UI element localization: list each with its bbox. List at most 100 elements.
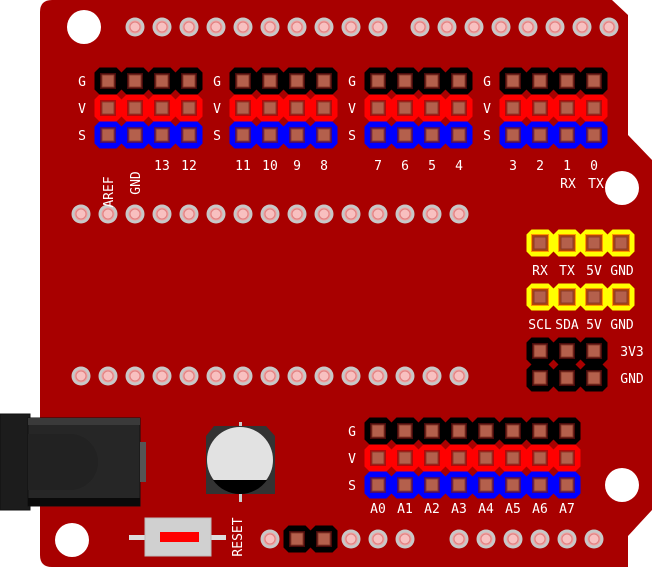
- power-pin-gnd: [526, 364, 554, 392]
- hole-center: [441, 21, 453, 33]
- digital-pin-2-v: [526, 94, 554, 122]
- analog-pin-a1: [391, 444, 419, 472]
- digital-pin-10-g: [256, 67, 284, 95]
- analog-pin-a7: [553, 417, 581, 445]
- through-hole: [530, 529, 550, 549]
- hole-center: [453, 208, 465, 220]
- jack-highlight: [28, 418, 140, 425]
- pin-pad: [560, 290, 574, 304]
- analog-pin-a5: [499, 417, 527, 445]
- through-hole: [503, 529, 523, 549]
- jack-back: [0, 413, 31, 511]
- pin-pad: [587, 371, 601, 385]
- through-hole: [491, 17, 511, 37]
- pin-label-5: 5: [428, 159, 436, 174]
- pin-pad: [587, 290, 601, 304]
- pin-pad: [371, 101, 385, 115]
- through-hole: [410, 17, 430, 37]
- digital-pin-8-g: [310, 67, 338, 95]
- through-hole: [152, 204, 172, 224]
- pin-label-7: 7: [374, 159, 382, 174]
- digital-pin-12-s: [175, 121, 203, 149]
- i2c-label-scl: SCL: [528, 318, 552, 333]
- pin-pad: [452, 128, 466, 142]
- pin-label-2: 2: [536, 159, 544, 174]
- pin-pad: [479, 424, 493, 438]
- through-hole: [179, 17, 199, 37]
- analog-label-a2: A2: [424, 502, 440, 517]
- hole-center: [534, 533, 546, 545]
- pin-pad: [317, 532, 331, 546]
- hole-center: [210, 208, 222, 220]
- pin-pad: [182, 101, 196, 115]
- cap-top: [207, 427, 273, 493]
- pin-pad: [398, 128, 412, 142]
- analog-pin-a2: [418, 417, 446, 445]
- analog-label-a5: A5: [505, 502, 521, 517]
- analog-pin-a6: [526, 471, 554, 499]
- row-label-v: V: [213, 102, 221, 117]
- hole-center: [561, 533, 573, 545]
- pin-pad: [533, 424, 547, 438]
- through-hole: [152, 366, 172, 386]
- pin-pad: [317, 128, 331, 142]
- i2c-label-5v: 5V: [586, 318, 602, 333]
- digital-pin-11-s: [229, 121, 257, 149]
- analog-pin-a5: [499, 444, 527, 472]
- through-hole: [584, 529, 604, 549]
- power-pin-gnd: [580, 364, 608, 392]
- analog-label-a7: A7: [559, 502, 575, 517]
- uart-pin-tx: [553, 229, 581, 257]
- row-label-s: S: [483, 129, 491, 144]
- hole-center: [480, 533, 492, 545]
- pin-pad: [533, 478, 547, 492]
- pin-pad: [587, 74, 601, 88]
- analog-pin-a6: [526, 417, 554, 445]
- pin-pad: [236, 74, 250, 88]
- digital-pin-7-s: [364, 121, 392, 149]
- through-hole: [314, 366, 334, 386]
- hole-center: [372, 21, 384, 33]
- hole-center: [210, 21, 222, 33]
- reset-button[interactable]: [129, 517, 226, 557]
- pin-pad: [506, 451, 520, 465]
- through-hole: [599, 17, 619, 37]
- digital-pin-3-v: [499, 94, 527, 122]
- through-hole: [287, 204, 307, 224]
- analog-pin-a3: [445, 471, 473, 499]
- pin-pad: [560, 101, 574, 115]
- hole-center: [129, 370, 141, 382]
- pin-pad: [560, 344, 574, 358]
- reset-actuator: [160, 532, 199, 542]
- analog-pin-a7: [553, 444, 581, 472]
- digital-pin-2-g: [526, 67, 554, 95]
- digital-pin-8-v: [310, 94, 338, 122]
- digital-pin-1-s: [553, 121, 581, 149]
- pin-pad: [290, 532, 304, 546]
- digital-pin-9-s: [283, 121, 311, 149]
- digital-pin-1-v: [553, 94, 581, 122]
- analog-label-a3: A3: [451, 502, 467, 517]
- analog-pin-a5: [499, 471, 527, 499]
- cap-stripe: [213, 480, 267, 495]
- i2c-pin-5v: [580, 283, 608, 311]
- analog-pin-a4: [472, 444, 500, 472]
- digital-pin-gnd-g: [121, 67, 149, 95]
- through-hole: [395, 204, 415, 224]
- uart-pin-gnd: [607, 229, 635, 257]
- through-hole: [98, 366, 118, 386]
- analog-pin-a7: [553, 471, 581, 499]
- pin-pad: [587, 101, 601, 115]
- pin-label-8: 8: [320, 159, 328, 174]
- analog-pin-a1: [391, 417, 419, 445]
- pin-pad: [317, 74, 331, 88]
- mounting-hole: [605, 171, 639, 205]
- hole-center: [495, 21, 507, 33]
- pin-pad: [425, 424, 439, 438]
- hole-center: [291, 21, 303, 33]
- through-hole: [179, 366, 199, 386]
- hole-center: [183, 370, 195, 382]
- hole-center: [183, 208, 195, 220]
- through-hole: [260, 204, 280, 224]
